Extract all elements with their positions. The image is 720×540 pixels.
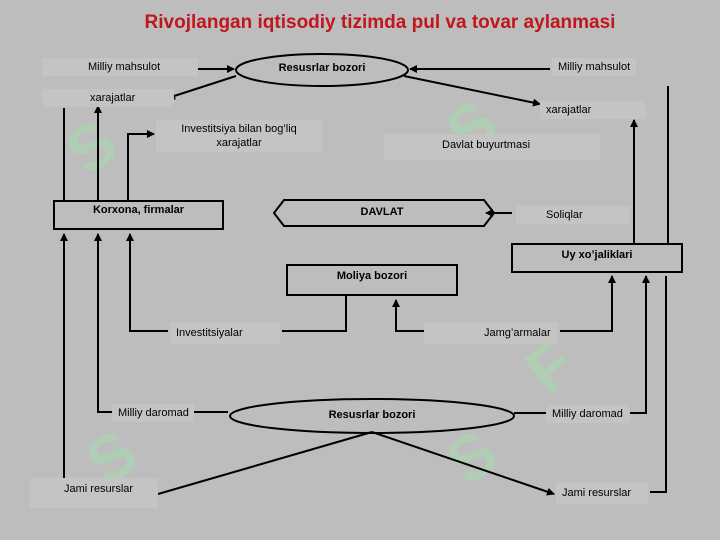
node-shape-davlat (272, 199, 496, 227)
label-davlat-buyurtmasi: Davlat buyurtmasi (384, 134, 600, 160)
line-jami-left-ellipse (157, 431, 373, 495)
arrow-xarajatlar-left (167, 75, 237, 100)
label-milliy-mahsulot-left: Milliy mahsulot (42, 58, 198, 76)
arrow-daromad-right (630, 275, 650, 414)
arrow-jami-right-ellipse (371, 431, 555, 496)
arrow-investitsiyalar (126, 233, 168, 332)
node-korxona-label: Korxona, firmalar (92, 204, 185, 216)
node-uy: Uy xo’jaliklari (511, 243, 683, 273)
label-jami-resurslar-left: Jami resurslar (30, 478, 158, 508)
label-xarajatlar-right: xarajatlar (540, 101, 646, 119)
label-jami-resurslar-right: Jami resurslar (556, 482, 648, 504)
arrow-uy-jamgarmalar (560, 275, 616, 332)
arrow-uy-jami-right (650, 276, 667, 493)
node-resurslar-top-label: Resusrlar bozori (278, 62, 366, 74)
label-investitsiyalar: Investitsiyalar (170, 322, 280, 344)
label-xarajatlar-left: xarajatlar (42, 89, 174, 107)
node-moliya: Moliya bozori (286, 264, 458, 296)
arrow-moliya-investitsiyalar (282, 296, 347, 332)
node-moliya-label: Moliya bozori (336, 270, 408, 282)
label-milliy-daromad-right: Milliy daromad (546, 405, 630, 423)
arrow-xarajatlar-right (403, 75, 541, 107)
label-jamgarmalar: Jamg’armalar (424, 322, 558, 344)
label-investitsiya-line2: xarajatlar (216, 137, 262, 149)
node-korxona: Korxona, firmalar (53, 200, 224, 230)
label-soliqlar: Soliqlar (516, 206, 630, 224)
label-investitsiya-line1: Investitsiya bilan bog’liq (181, 123, 297, 135)
arrow-korxona-investitsiya (127, 130, 155, 200)
arrow-daromad-left (94, 233, 112, 413)
node-uy-label: Uy xo’jaliklari (561, 249, 633, 261)
page-title: Rivojlangan iqtisodiy tizimda pul va tov… (144, 12, 616, 33)
label-milliy-daromad-left: Milliy daromad (112, 404, 194, 422)
label-milliy-mahsulot-right: Milliy mahsulot (552, 58, 637, 76)
node-shape-resurslar-top (235, 53, 409, 87)
node-davlat-label: DAVLAT (360, 206, 404, 218)
label-investitsiya-bogliq: Investitsiya bilan bog’liq xarajatlar (156, 120, 322, 152)
node-resurslar-bottom-label: Resusrlar bozori (328, 409, 416, 421)
